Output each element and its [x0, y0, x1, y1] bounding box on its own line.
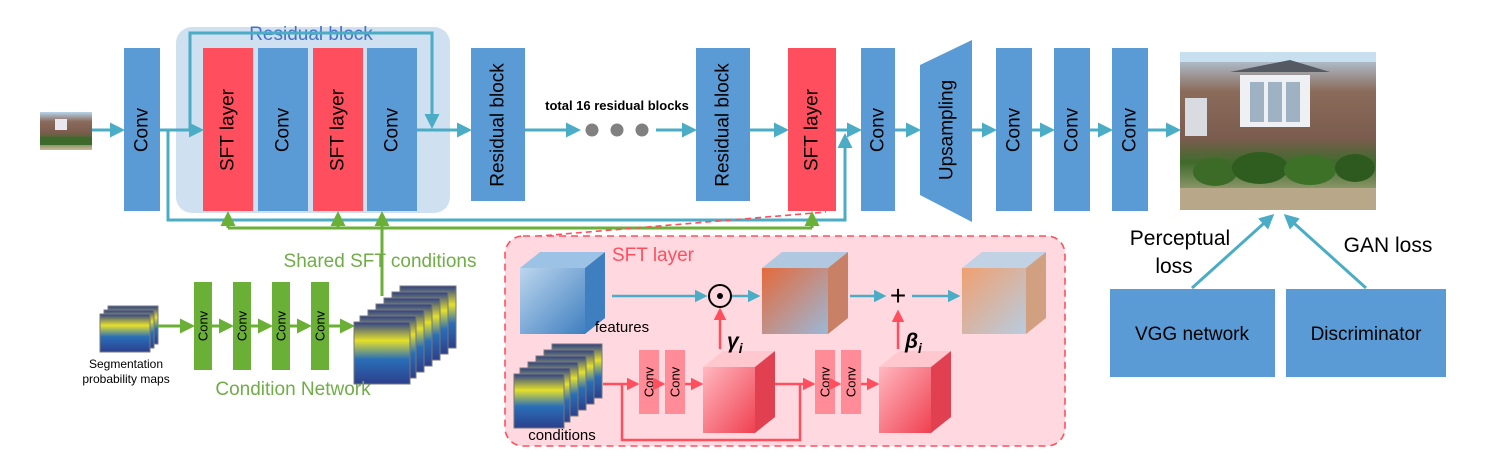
features-label: features: [595, 319, 649, 336]
sft-detail-red-arrows: [603, 307, 905, 442]
conv-block-3: Conv: [861, 48, 895, 211]
svg-text:Residual block: Residual block: [713, 63, 734, 187]
svg-text:Conv: Conv: [1004, 107, 1025, 152]
gamma-conv-2: Conv: [665, 350, 685, 414]
svg-text:SFT layer: SFT layer: [328, 88, 349, 171]
conv-block-5: Conv: [1054, 48, 1090, 211]
beta-conv-1: Conv: [815, 350, 835, 414]
loss-arrows: [1190, 213, 1368, 290]
conv-block-4: Conv: [996, 48, 1032, 211]
svg-text:Conv: Conv: [132, 107, 153, 152]
svg-text:Conv: Conv: [818, 366, 833, 397]
beta-cuboid: [879, 351, 951, 433]
gamma-cuboid: [703, 351, 775, 433]
shared-sft-conditions-label: Shared SFT conditions: [284, 251, 477, 272]
elementwise-multiply-icon: [708, 284, 732, 308]
gamma-label: γi: [727, 330, 744, 356]
features-cuboid: [520, 252, 605, 334]
segmentation-label-line2: probability maps: [82, 372, 169, 386]
svg-text:Upsampling: Upsampling: [937, 80, 958, 180]
beta-conv-2: Conv: [841, 350, 861, 414]
condition-conv-4: Conv: [311, 282, 329, 370]
svg-text:Conv: Conv: [642, 366, 657, 397]
sft-layer-2: SFT layer: [313, 48, 363, 211]
perceptual-loss-line2: loss: [1155, 255, 1192, 278]
svg-text:SFT layer: SFT layer: [218, 88, 239, 171]
output-sr-image: [1180, 52, 1376, 210]
svg-text:Conv: Conv: [274, 310, 289, 341]
ellipsis-dots: [585, 123, 649, 137]
condition-conv-3: Conv: [272, 282, 290, 370]
conditions-label: conditions: [528, 427, 596, 444]
svg-text:Discriminator: Discriminator: [1311, 324, 1423, 345]
vgg-network-box: VGG network: [1110, 289, 1275, 377]
main-flow-arrows: [92, 31, 1181, 222]
svg-text:Conv: Conv: [844, 366, 859, 397]
modulated-cuboid-1: [762, 252, 848, 334]
perceptual-loss-line1: Perceptual: [1130, 227, 1230, 250]
gamma-conv-1: Conv: [639, 350, 659, 414]
zoom-line: [515, 211, 827, 239]
sft-detail-title: SFT layer: [612, 245, 695, 266]
discriminator-box: Discriminator: [1286, 289, 1446, 377]
beta-label: βi: [904, 330, 923, 356]
svg-text:Conv: Conv: [668, 366, 683, 397]
condition-network-label: Condition Network: [215, 379, 371, 400]
svg-text:Conv: Conv: [1120, 107, 1141, 152]
elementwise-add-icon: +: [890, 280, 906, 311]
modulated-cuboid-2: [962, 252, 1046, 334]
input-lr-image: [40, 112, 92, 150]
svg-text:Conv: Conv: [868, 107, 889, 152]
residual-block-16: Residual block: [696, 48, 750, 201]
sft-layer-final: SFT layer: [788, 48, 836, 211]
conv-input-block: Conv: [124, 48, 160, 211]
gan-loss-label: GAN loss: [1344, 234, 1433, 257]
conv-block-1: Conv: [258, 48, 308, 211]
sft-layer-1: SFT layer: [203, 48, 253, 211]
residual-block-2: Residual block: [471, 48, 525, 201]
svg-text:Conv: Conv: [196, 310, 211, 341]
condition-conv-2: Conv: [233, 282, 251, 370]
svg-text:SFT layer: SFT layer: [802, 88, 823, 171]
upsampling-block: Upsampling: [920, 40, 972, 222]
svg-text:Conv: Conv: [313, 310, 328, 341]
segmentation-label-line1: Segmentation: [89, 357, 163, 371]
shared-condition-arrows: [220, 211, 820, 296]
condition-conv-1: Conv: [194, 282, 212, 370]
conditions-stack: [513, 343, 603, 429]
condition-maps-stack: [353, 285, 457, 385]
svg-text:VGG network: VGG network: [1135, 324, 1250, 345]
conv-block-6: Conv: [1112, 48, 1148, 211]
segmentation-maps-stack: [99, 305, 159, 353]
svg-text:Conv: Conv: [382, 107, 403, 152]
svg-text:Conv: Conv: [235, 310, 250, 341]
conv-block-2: Conv: [367, 48, 417, 211]
svg-text:Residual block: Residual block: [488, 63, 509, 187]
svg-text:Conv: Conv: [273, 107, 294, 152]
total-blocks-label: total 16 residual blocks: [545, 98, 689, 113]
svg-text:Conv: Conv: [1062, 107, 1083, 152]
